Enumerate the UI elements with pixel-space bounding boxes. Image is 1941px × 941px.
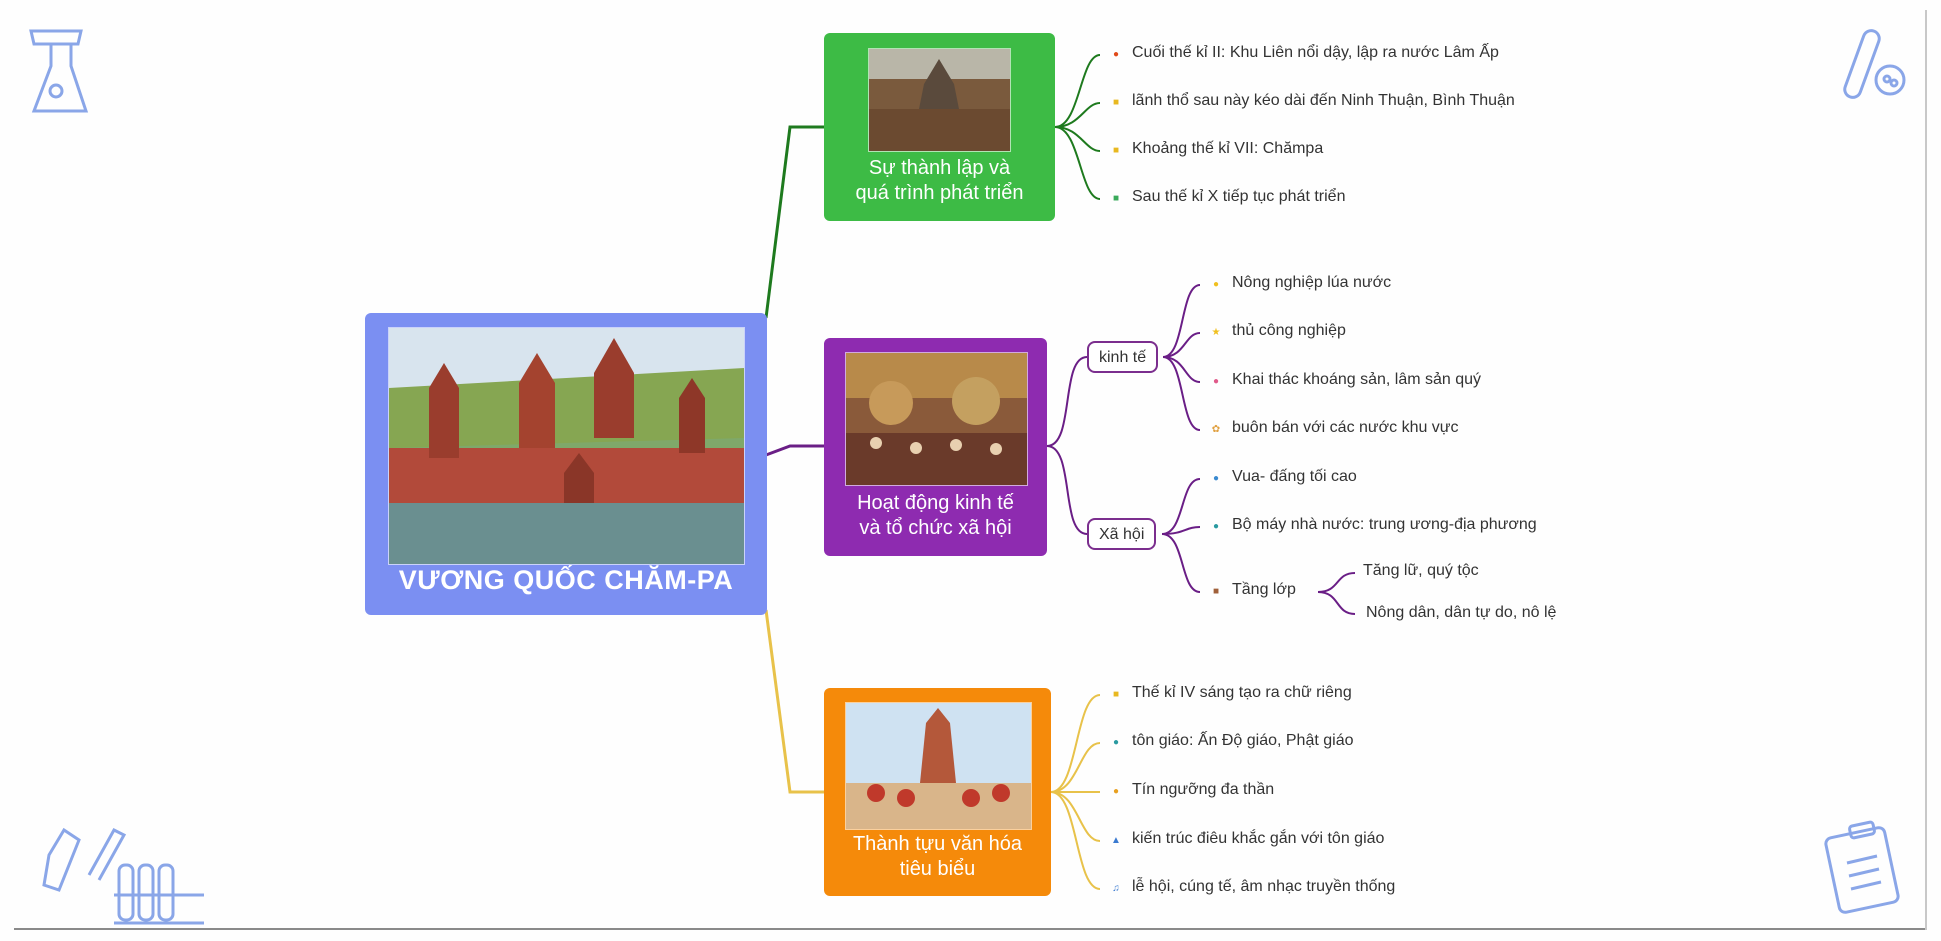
economy-item[interactable]: ●Nông nghiệp lúa nước — [1210, 273, 1391, 295]
culture-item[interactable]: ♫lễ hội, cúng tế, âm nhạc truyền thống — [1110, 877, 1395, 899]
music-icon: ♫ — [1112, 883, 1120, 894]
central-topic-node[interactable]: VƯƠNG QUỐC CHĂM-PA — [365, 313, 767, 615]
bulb-icon: ● — [1212, 279, 1220, 290]
culture-item[interactable]: ●tôn giáo: Ấn Độ giáo, Phật giáo — [1110, 731, 1354, 753]
central-topic-title: VƯƠNG QUỐC CHĂM-PA — [398, 565, 734, 595]
culture-item[interactable]: ▲kiến trúc điêu khắc gắn với tôn giáo — [1110, 829, 1384, 851]
branch-economy-title: Hoạt động kinh tế và tổ chức xã hội — [857, 492, 1014, 539]
subtopic-economy[interactable]: kinh tế — [1087, 341, 1159, 373]
person-icon: ● — [1212, 521, 1220, 532]
star-icon: ★ — [1211, 327, 1221, 338]
clipboard-icon — [1824, 820, 1900, 914]
test-tubes-icon — [42, 827, 204, 925]
branch-founding-node[interactable]: Sự thành lập và quá trình phát triển — [824, 33, 1055, 221]
gear-icon: ✿ — [1211, 424, 1221, 435]
economy-item[interactable]: ●Khai thác khoáng sản, lâm sản quý — [1210, 370, 1481, 392]
warning-icon: ● — [1112, 786, 1120, 797]
page-icon: ■ — [1112, 193, 1120, 204]
chart-icon: ▲ — [1111, 835, 1121, 846]
subtopic-society[interactable]: Xã hội — [1087, 518, 1157, 550]
founding-item[interactable]: ■lãnh thổ sau này kéo dài đến Ninh Thuận… — [1110, 91, 1515, 113]
economy-item[interactable]: ★thủ công nghiệp — [1210, 321, 1346, 343]
book-icon: ■ — [1212, 586, 1220, 597]
founding-item[interactable]: ■Sau thế kỉ X tiếp tục phát triển — [1110, 187, 1346, 209]
branch-economy-society-node[interactable]: Hoạt động kinh tế và tổ chức xã hội — [824, 338, 1047, 556]
culture-item[interactable]: ●Tín ngưỡng đa thần — [1110, 780, 1274, 802]
thermometer-icon — [1843, 29, 1906, 99]
society-item[interactable]: ●Bộ máy nhà nước: trung ương-địa phương — [1210, 515, 1537, 537]
fire-icon: ● — [1112, 49, 1120, 60]
society-item[interactable]: ●Vua- đấng tối cao — [1210, 467, 1357, 489]
founding-item[interactable]: ■Khoảng thế kỉ VII: Chămpa — [1110, 139, 1323, 161]
branch-founding-title: Sự thành lập và quá trình phát triển — [855, 157, 1024, 204]
person-icon: ● — [1112, 737, 1120, 748]
central-temple-painting — [388, 327, 745, 565]
class-item[interactable]: Nông dân, dân tự do, nô lệ — [1366, 604, 1557, 621]
flask-funnel-icon — [29, 29, 89, 113]
branch-founding-image — [868, 48, 1011, 152]
branch-culture-image — [845, 702, 1032, 830]
founding-item[interactable]: ●Cuối thế kỉ II: Khu Liên nổi dậy, lập r… — [1110, 43, 1499, 65]
economy-item[interactable]: ✿buôn bán với các nước khu vực — [1210, 418, 1459, 440]
branch-economy-image — [845, 352, 1028, 486]
branch-culture-title: Thành tựu văn hóa tiêu biểu — [852, 833, 1023, 880]
frame-bottom-border — [14, 928, 1927, 930]
folder-icon: ■ — [1112, 689, 1120, 700]
branch-culture-node[interactable]: Thành tựu văn hóa tiêu biểu — [824, 688, 1051, 896]
folder-icon: ■ — [1112, 97, 1120, 108]
person-icon: ● — [1212, 473, 1220, 484]
culture-item[interactable]: ■Thế kỉ IV sáng tạo ra chữ riêng — [1110, 683, 1352, 705]
frame-right-border — [1925, 10, 1927, 930]
society-item[interactable]: ■Tầng lớp — [1210, 580, 1296, 602]
flower-icon: ● — [1212, 376, 1220, 387]
class-item[interactable]: Tăng lữ, quý tộc — [1363, 562, 1479, 579]
folder-icon: ■ — [1112, 145, 1120, 156]
